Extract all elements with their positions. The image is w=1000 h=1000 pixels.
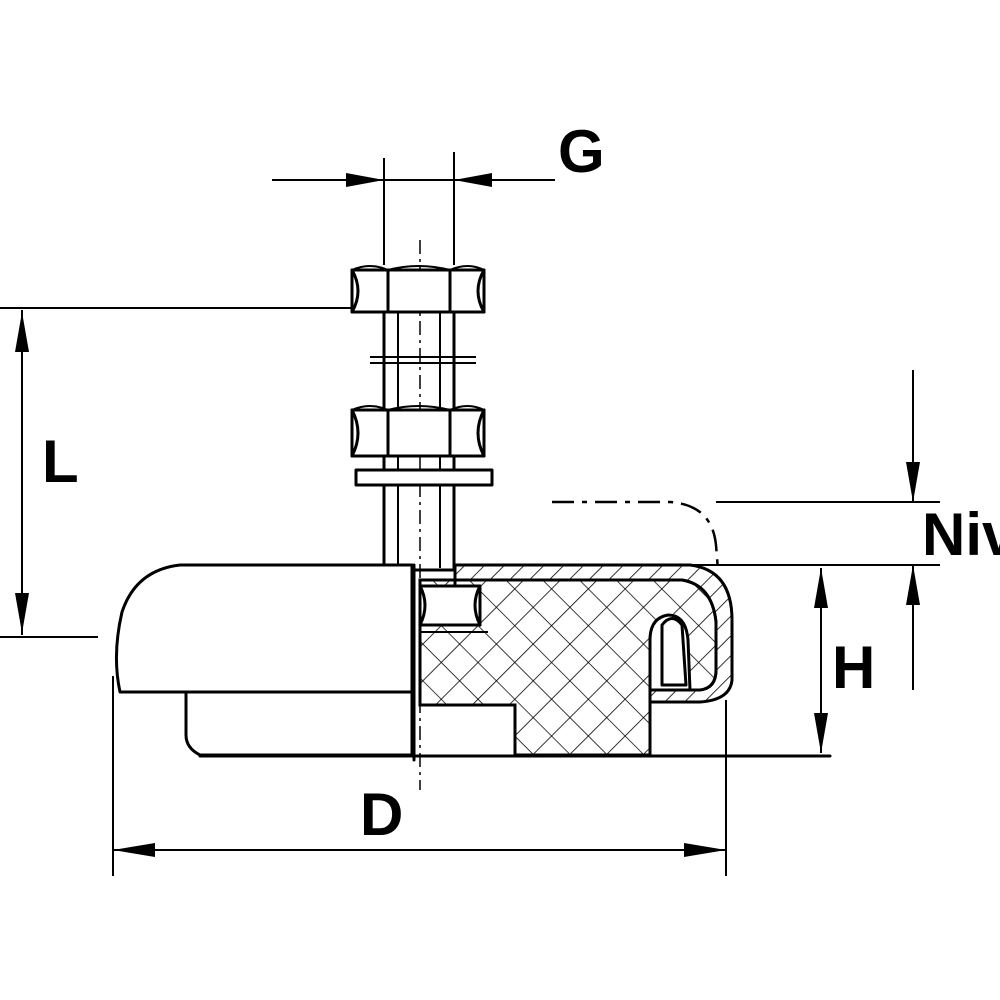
dimension-h: H — [814, 568, 875, 753]
label-niv: Niv — [922, 501, 1000, 568]
label-h: H — [832, 634, 875, 701]
label-g: G — [558, 118, 605, 185]
label-d: D — [360, 781, 403, 848]
dimension-niv: Niv — [560, 370, 1000, 690]
dimension-d: D — [112, 676, 727, 876]
dimension-l: L — [0, 307, 352, 638]
dimension-g: G — [272, 118, 605, 265]
base-housing-left — [114, 563, 414, 757]
top-nut — [350, 265, 486, 314]
spring-washer-top — [370, 356, 476, 364]
flat-washer — [354, 468, 494, 487]
middle-nut — [350, 405, 486, 458]
base-housing-section — [418, 563, 734, 757]
label-l: L — [42, 428, 79, 495]
raised-position-outline — [552, 500, 720, 571]
